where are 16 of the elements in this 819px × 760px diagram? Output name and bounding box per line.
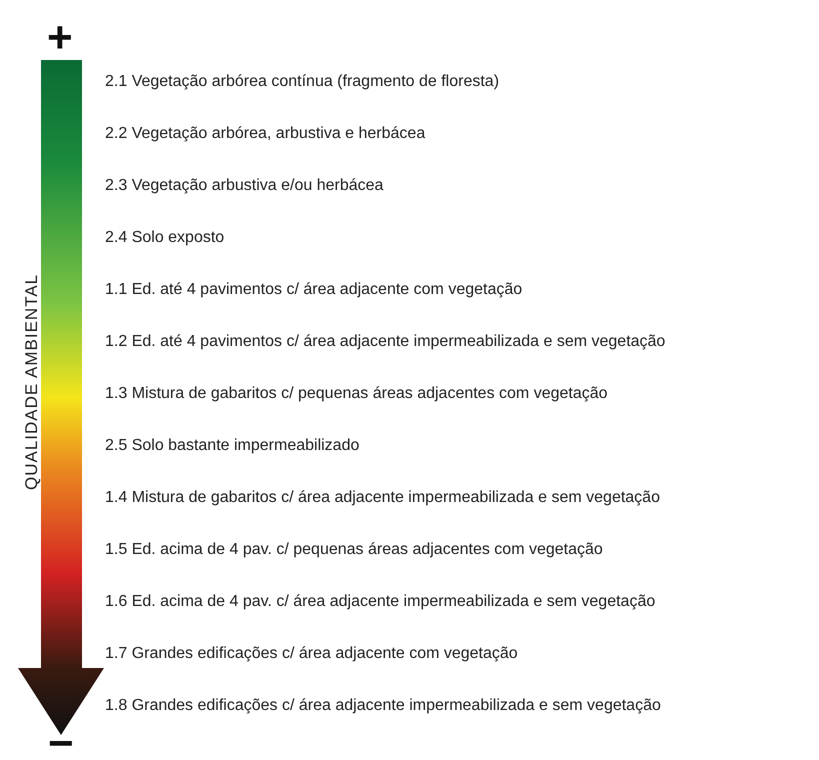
list-item: 1.8 Grandes edificações c/ área adjacente impermeabilizada e sem vegetação: [105, 696, 661, 716]
axis-title: QUALIDADE AMBIENTAL: [22, 274, 42, 490]
list-item: 1.1 Ed. até 4 pavimentos c/ área adjacente com vegetação: [105, 280, 522, 300]
list-item: 1.4 Mistura de gabaritos c/ área adjacente impermeabilizada e sem vegetação: [105, 488, 660, 508]
list-item: 1.3 Mistura de gabaritos c/ pequenas áreas adjacentes com vegetação: [105, 384, 608, 404]
list-item: 1.5 Ed. acima de 4 pav. c/ pequenas áreas adjacentes com vegetação: [105, 540, 603, 560]
list-item: 2.1 Vegetação arbórea contínua (fragmento de floresta): [105, 72, 500, 92]
list-item: 1.2 Ed. até 4 pavimentos c/ área adjacente impermeabilizada e sem vegetação: [105, 332, 666, 352]
list-item: 1.6 Ed. acima de 4 pav. c/ área adjacente impermeabilizada e sem vegetação: [105, 592, 656, 612]
minus-sign: −: [48, 722, 74, 760]
list-item: 2.5 Solo bastante impermeabilizado: [105, 436, 360, 456]
plus-sign: +: [47, 16, 73, 60]
list-item: 2.3 Vegetação arbustiva e/ou herbácea: [105, 176, 384, 196]
list-item: 2.4 Solo exposto: [105, 228, 224, 248]
list-item: 2.2 Vegetação arbórea, arbustiva e herbácea: [105, 124, 426, 144]
list-item: 1.7 Grandes edificações c/ área adjacente com vegetação: [105, 644, 518, 664]
